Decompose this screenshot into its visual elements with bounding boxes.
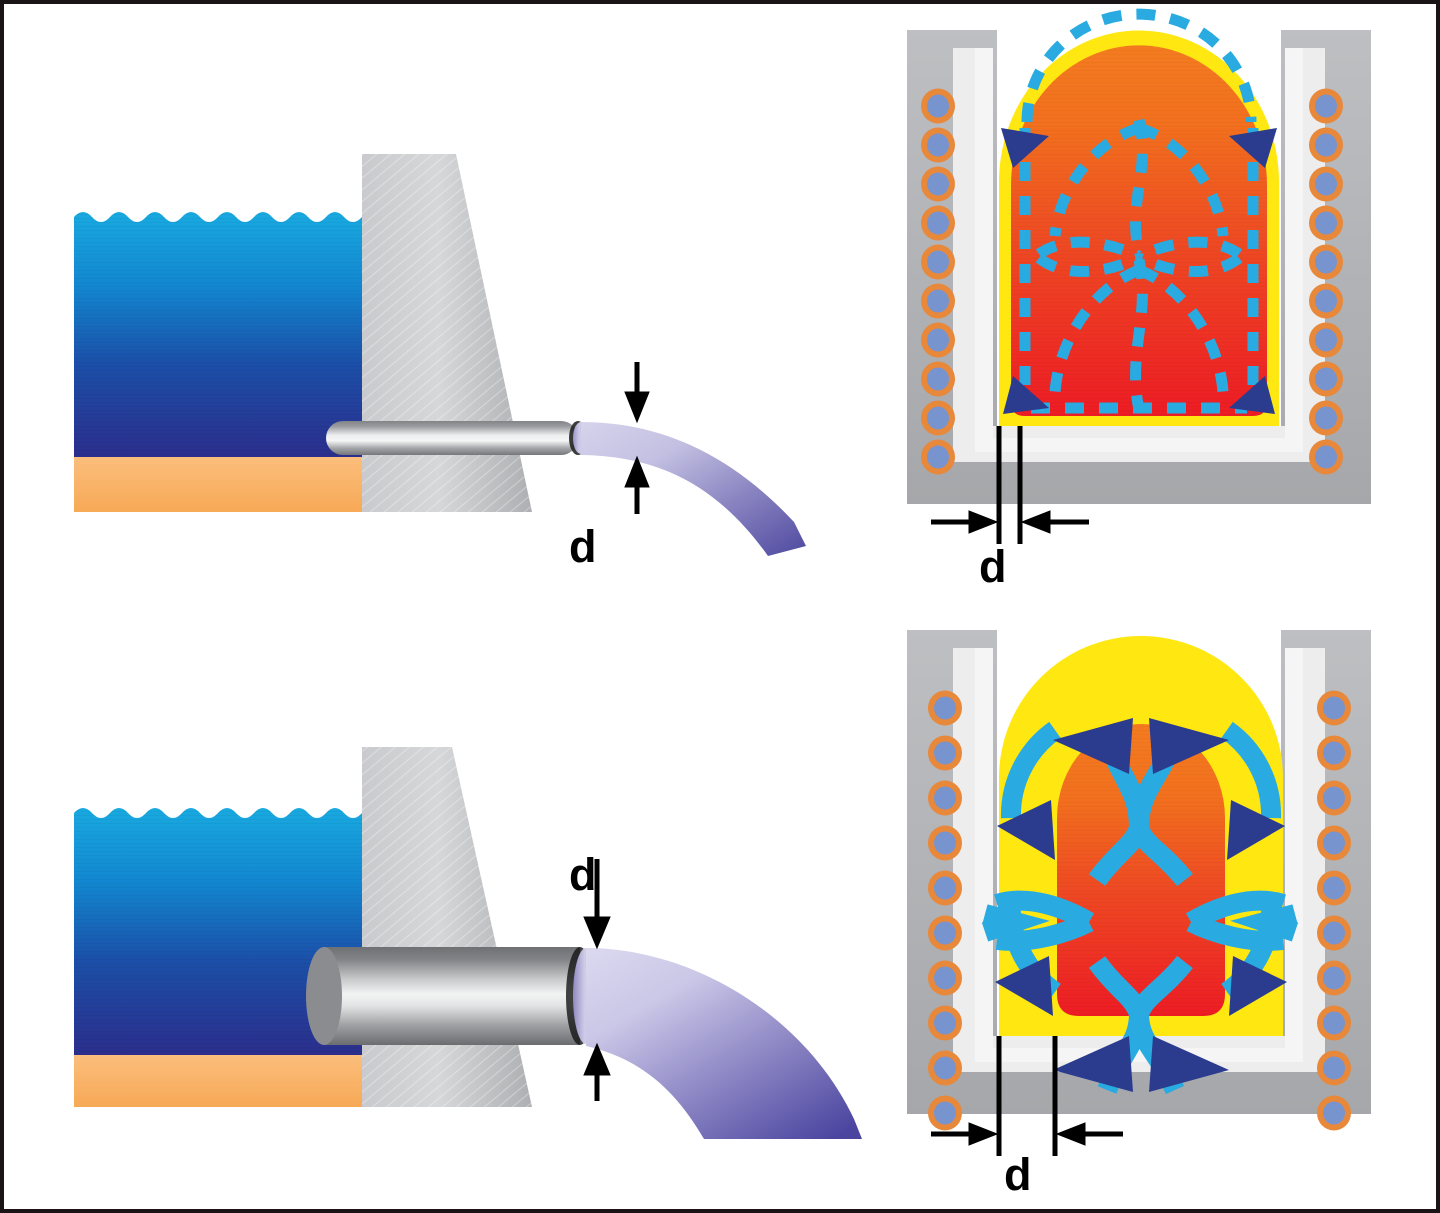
arrowhead-lower-left [995,956,1053,1016]
arrowhead-bottom-right [1149,1036,1229,1092]
arrowhead-bottom-right [1229,376,1275,414]
sediment-bed-small [74,457,362,512]
arrowhead-top-left [1001,128,1049,168]
panel-furnace-thick-boundary [889,622,1389,1197]
d-label-furnace-thin: d [979,541,1007,592]
dimension-arrows-furnace-thick [931,1036,1123,1156]
water-jet-small [581,422,806,556]
dimension-arrows-furnace-thin [931,426,1089,544]
arrowhead-upper-left [997,800,1055,860]
dimension-arrows-large [583,859,611,1101]
flow-streamlines-thin [1019,8,1259,414]
arrowhead-bottom-left [1053,1036,1133,1092]
panel-dam-small-outlet [54,154,854,574]
arrowhead-bottom-left [1003,376,1049,414]
arrowhead-lower-right [1229,956,1287,1016]
sediment-bed-large [74,1055,362,1107]
dam-wall-small [362,154,532,512]
d-label-dam-small: d [569,521,597,572]
flow-arrowheads-thin [1001,128,1277,414]
arrowhead-upper-right [1227,800,1285,860]
d-label-furnace-thick: d [1004,1149,1032,1200]
hot-core-thick [1057,724,1225,1016]
water-reservoir-small [74,212,362,457]
water-jet-large [586,948,862,1139]
outlet-pipe-small [326,421,589,455]
d-label-dam-large: d [569,849,597,900]
dam-wall-large [362,747,532,1107]
arrowhead-top-right [1149,718,1229,774]
panel-furnace-thin-boundary [889,8,1389,582]
outlet-pipe-large [306,947,599,1045]
arrowhead-top-left [1053,718,1133,774]
water-reservoir-large [74,808,362,1055]
dimension-arrows-small [624,362,650,514]
panel-dam-large-outlet [54,739,894,1159]
flow-arrowheads-thick [995,718,1287,1092]
arrowhead-top-right [1229,128,1277,168]
